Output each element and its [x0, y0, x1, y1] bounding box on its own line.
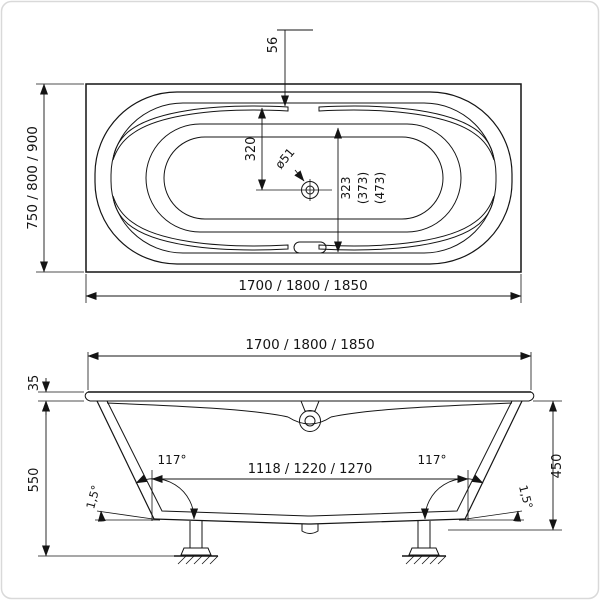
- angle-arc-left: [135, 474, 199, 520]
- basin-top-contour: [145, 123, 462, 233]
- left-foot-base: [180, 547, 212, 556]
- slope-arc-left: [97, 510, 106, 522]
- rim-swoosh-top-right: [318, 105, 495, 161]
- drain-outlet-stub: [301, 524, 319, 534]
- dim-550-label: 550: [27, 468, 42, 493]
- waste-fitting-inner: [304, 415, 316, 427]
- slope-ref-right-incline: [458, 510, 523, 521]
- tub-bottom-outer: [153, 518, 466, 525]
- dim-width-label: 750 / 800 / 900: [25, 126, 41, 230]
- dim-length-label: 1700 / 1800 / 1850: [238, 278, 367, 294]
- angle-right-label: 117°: [418, 453, 447, 467]
- side-view-dimensions: 1700 / 1800 / 1850 35 550 450 1118 / 122…: [27, 337, 565, 557]
- dim-side-length-label: 1700 / 1800 / 1850: [245, 337, 374, 353]
- dim-56-label: 56: [266, 37, 281, 54]
- tub-outer-rectangle: [85, 83, 522, 273]
- rim-cap-left: [84, 391, 91, 402]
- rim-swoosh-bottom-right: [318, 195, 495, 251]
- rim-swoosh-top-left: [112, 105, 289, 161]
- left-ground-hatch: [177, 555, 219, 565]
- side-view-outline: [84, 391, 535, 565]
- dim-320-label: 320: [244, 137, 259, 162]
- slope-right-label: 1,5°: [516, 484, 536, 511]
- rim-back-contour-right: [330, 402, 513, 418]
- dim-450-label: 450: [550, 454, 565, 479]
- dim-depth-a-label: 323: [339, 177, 353, 200]
- right-ground-hatch: [405, 555, 447, 565]
- angle-arc-right: [420, 474, 484, 520]
- rim-back-contour-left: [106, 402, 289, 418]
- rim-swoosh-bottom-left: [112, 195, 289, 251]
- waste-fitting-neck: [300, 400, 320, 412]
- right-foot-base: [408, 547, 440, 556]
- slope-ref-left-incline: [96, 510, 161, 521]
- slope-arc-right: [513, 510, 522, 522]
- dim-depth-b-label: (373): [356, 172, 370, 204]
- slope-left-label: 1,5°: [83, 484, 103, 511]
- dim-drain-leader: [294, 169, 305, 182]
- dim-35-label: 35: [27, 375, 42, 392]
- angle-left-label: 117°: [158, 453, 187, 467]
- tub-rim-outer-contour: [94, 91, 513, 265]
- rim-cap-right: [528, 391, 535, 402]
- top-view-outline: [85, 83, 522, 273]
- basin-floor-contour: [163, 136, 444, 220]
- dim-span-label: 1118 / 1220 / 1270: [248, 462, 373, 477]
- overflow-slot: [293, 241, 327, 254]
- waste-fitting-outer: [299, 410, 321, 432]
- top-view-dimensions: 56 750 / 800 / 900 1700 / 1800 / 1850 32…: [25, 29, 522, 303]
- rim-back-contour-center: [287, 416, 332, 425]
- dim-depth-c-label: (473): [373, 172, 387, 204]
